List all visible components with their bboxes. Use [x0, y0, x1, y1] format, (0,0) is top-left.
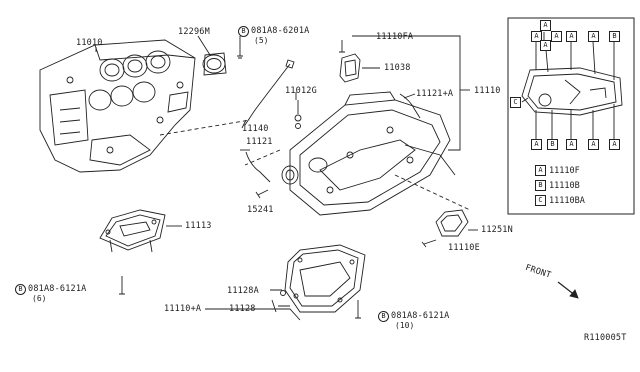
label-11110-a: 11110+A: [164, 304, 202, 314]
inset-pan-drawing: [521, 67, 623, 116]
label-11251n: 11251N: [481, 225, 513, 235]
upper-oil-pan-drawing: [281, 91, 456, 216]
bolt-bottom-qty: (10): [395, 321, 415, 330]
inset-marker-bottom-4: A: [588, 139, 599, 150]
bolt-left-mark: B: [15, 284, 26, 295]
bolt-bottom-code: 081A8-6121A: [391, 311, 450, 321]
label-11010: 11010: [76, 38, 103, 48]
cylinder-block-drawing: [39, 39, 196, 173]
inset-marker-top-5: A: [588, 31, 599, 42]
label-11121: 11121: [246, 137, 273, 147]
baffle-plate-drawing: [99, 209, 166, 253]
legend-part-b: 11110B: [549, 181, 580, 191]
label-11110fa: 11110FA: [376, 32, 414, 42]
diagram-code: R110005T: [584, 333, 627, 343]
inset-marker-bottom-5: A: [609, 139, 620, 150]
label-12296m: 12296M: [178, 27, 210, 37]
bolt-top-mark: B: [238, 26, 249, 37]
label-15241: 15241: [247, 205, 274, 215]
legend-key-b: B: [535, 180, 546, 191]
label-11038: 11038: [384, 63, 411, 73]
inset-marker-top-2: A: [540, 40, 551, 51]
inset-marker-extra-c: C: [510, 97, 521, 108]
bolt-top-qty: (5): [254, 36, 269, 45]
inset-marker-top-1: A: [531, 31, 542, 42]
lower-oil-pan-drawing: [284, 244, 366, 313]
rear-oil-seal-drawing: [197, 35, 227, 76]
bolt-bottom-mark: B: [378, 311, 389, 322]
label-11128a: 11128A: [227, 286, 259, 296]
label-11113: 11113: [185, 221, 212, 231]
label-11110: 11110: [474, 86, 501, 96]
label-11110e: 11110E: [448, 243, 480, 253]
label-11128: 11128: [229, 304, 256, 314]
legend-part-a: 11110F: [549, 166, 580, 176]
inset-marker-bottom-2: B: [547, 139, 558, 150]
inset-marker-top-3: A: [551, 31, 562, 42]
inset-marker-top-6: B: [609, 31, 620, 42]
bolt-left-code: 081A8-6121A: [28, 284, 87, 294]
rear-cover-drawing: [435, 209, 469, 237]
bolt-left-qty: (6): [32, 294, 47, 303]
legend-key-c: C: [535, 195, 546, 206]
legend-key-a: A: [535, 165, 546, 176]
inset-marker-bottom-3: A: [566, 139, 577, 150]
label-11121-a: 11121+A: [416, 89, 454, 99]
inset-marker-extra-a: A: [540, 20, 551, 31]
label-11140: 11140: [242, 124, 269, 134]
bolt-top-code: 081A8-6201A: [251, 26, 310, 36]
legend-part-c: 11110BA: [549, 196, 585, 206]
inset-marker-top-4: A: [566, 31, 577, 42]
label-11012g: 11012G: [285, 86, 317, 96]
inset-marker-bottom-1: A: [531, 139, 542, 150]
